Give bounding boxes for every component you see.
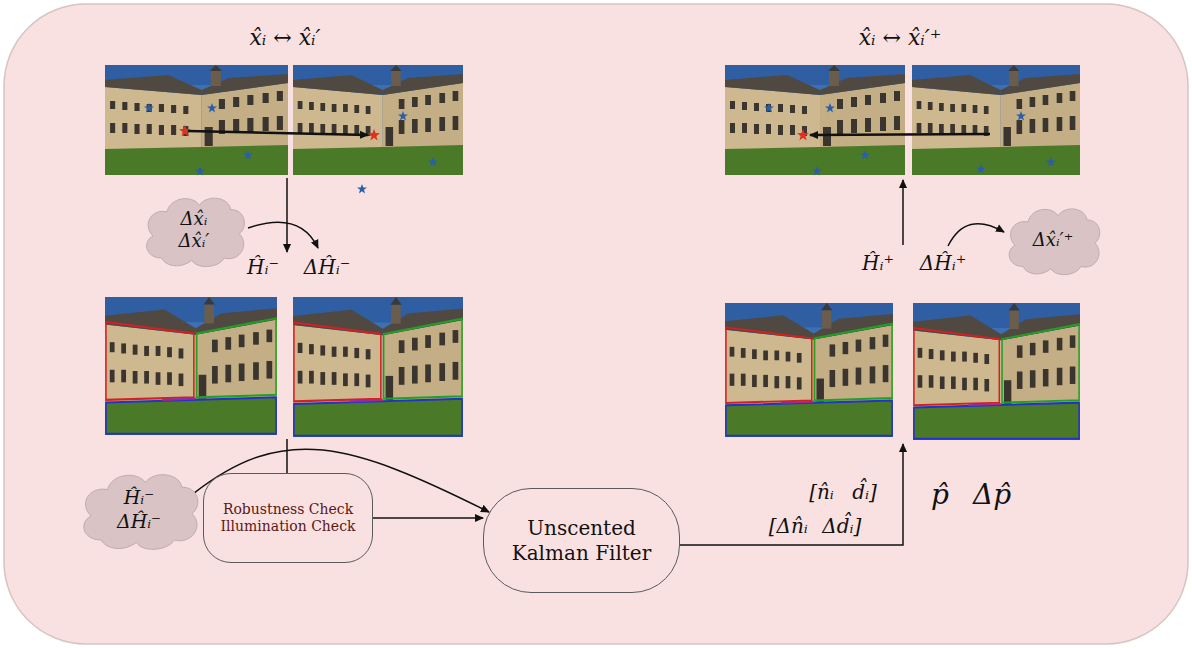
uncertainty-text: Ĥᵢ⁻ bbox=[124, 486, 154, 510]
homography-label: Ĥᵢ⁺ bbox=[862, 252, 894, 274]
uncertainty-cloud: Δx̂ᵢ′⁺ bbox=[1003, 203, 1103, 277]
background-panel bbox=[4, 4, 1188, 644]
correspondence-title: x̂ᵢ ↔ x̂ᵢ′⁺ bbox=[859, 26, 942, 50]
uncertainty-text: Δx̂ᵢ′ bbox=[179, 230, 210, 253]
filter-box: Unscented Kalman Filter bbox=[483, 488, 680, 593]
homography-label: Ĥᵢ⁻ bbox=[247, 256, 279, 278]
correspondence-title: x̂ᵢ ↔ x̂ᵢ′ bbox=[249, 26, 320, 50]
uncertainty-text: Δx̂ᵢ bbox=[181, 208, 208, 231]
box-text: Unscented Kalman Filter bbox=[507, 516, 657, 566]
uncertainty-text: Δx̂ᵢ′⁺ bbox=[1033, 229, 1073, 252]
homography-uncertainty-label: ΔĤᵢ⁺ bbox=[920, 252, 966, 274]
plane-uncertainty-label: [Δn̂ᵢ Δd̂ᵢ] bbox=[769, 515, 862, 537]
plane-parameter-label: [n̂ᵢ d̂ᵢ] bbox=[809, 481, 877, 503]
box-text: Robustness Check bbox=[223, 501, 353, 519]
state-label: p̂ bbox=[931, 480, 949, 511]
box-text: Illumination Check bbox=[221, 518, 356, 536]
state-uncertainty-label: Δp̂ bbox=[973, 480, 1011, 511]
flow-arrow bbox=[373, 517, 483, 519]
homography-uncertainty-label: ΔĤᵢ⁻ bbox=[304, 256, 350, 278]
uncertainty-cloud: Ĥᵢ⁻ΔĤᵢ⁻ bbox=[76, 468, 202, 552]
check-box: Robustness CheckIllumination Check bbox=[203, 473, 373, 563]
uncertainty-text: ΔĤᵢ⁻ bbox=[117, 510, 161, 534]
uncertainty-cloud: Δx̂ᵢΔx̂ᵢ′ bbox=[140, 192, 248, 269]
